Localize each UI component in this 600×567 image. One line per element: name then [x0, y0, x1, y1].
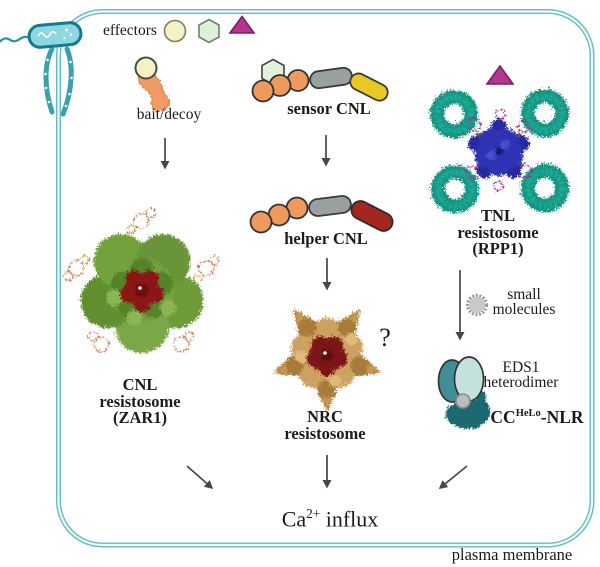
- cc-base: CC: [490, 406, 516, 427]
- sensor-cnl-icon: [251, 58, 389, 103]
- small-molecules-line1: small: [507, 286, 541, 303]
- nrc-label-line2: resistosome: [284, 423, 366, 443]
- tnl-label-line1: TNL: [481, 206, 515, 225]
- cc-sup: HeLo: [515, 408, 541, 419]
- flow-arrows: [160, 135, 468, 489]
- arrow-zar1-to-ca: [186, 465, 214, 489]
- ca-rest: influx: [320, 506, 379, 532]
- nrc-label: NRC resistosome: [284, 407, 366, 443]
- zar1-label-line2: resistosome: [99, 391, 181, 411]
- tnl-label-line2: resistosome: [457, 222, 539, 242]
- arrow-eds1-to-ca: [438, 465, 468, 489]
- plasma-membrane-border: [56, 9, 595, 548]
- eds1-heterodimer-structure: [437, 356, 489, 428]
- small-molecules-label: small molecules: [492, 286, 556, 318]
- plasma-membrane-label: plasma membrane: [451, 545, 573, 564]
- eds1-label-line1: EDS1: [502, 359, 540, 376]
- small-molecules-line2: molecules: [492, 300, 556, 318]
- tnl-resistosome-structure: [428, 87, 567, 211]
- zar1-resistosome-structure: [61, 206, 219, 352]
- nrc-label-line1: NRC: [307, 407, 343, 426]
- bacterium-icon: [0, 21, 83, 49]
- effector-triangle-icon: [228, 15, 256, 34]
- small-molecule-icon: [465, 293, 489, 317]
- zar1-label: CNL resistosome (ZAR1): [99, 375, 181, 427]
- tnl-label-line3: (RPP1): [472, 239, 524, 258]
- tnl-core: [466, 117, 528, 177]
- effector-circle-icon: [163, 19, 187, 43]
- flagellum-icon: [0, 35, 30, 43]
- cc-helo-nlr-label: CCHeLo-NLR: [490, 405, 583, 426]
- sensor-cnl-label: sensor CNL: [287, 99, 371, 118]
- bait-decoy-icon: [134, 56, 169, 110]
- tnl-label: TNL resistosome (RPP1): [457, 206, 539, 258]
- ca-base: Ca: [281, 506, 307, 532]
- eds1-ligand-icon: [455, 393, 471, 409]
- eds1-label: EDS1 heterodimer: [483, 359, 559, 391]
- effectors-label: effectors: [103, 22, 157, 39]
- zar1-label-line3: (ZAR1): [112, 408, 168, 427]
- cc-rest: -NLR: [540, 406, 584, 427]
- ca-influx-label: Ca2+ influx: [282, 503, 379, 530]
- bait-decoy-label: bait/decoy: [136, 106, 202, 123]
- ca-sup: 2+: [306, 506, 321, 521]
- nrc-question-mark: ?: [379, 323, 391, 352]
- zar1-label-line1: CNL: [122, 375, 158, 394]
- effector-triangle-tnl-icon: [485, 64, 515, 85]
- helper-cnl-icon: [249, 195, 394, 234]
- bacterium-pilus-icon: [43, 46, 74, 117]
- effector-hexagon-icon: [198, 18, 220, 44]
- cc-helo-domain: [444, 389, 489, 428]
- eds1-label-line2: heterodimer: [483, 373, 559, 391]
- helper-cnl-label: helper CNL: [284, 229, 368, 248]
- nrc-resistosome-structure: [271, 307, 379, 409]
